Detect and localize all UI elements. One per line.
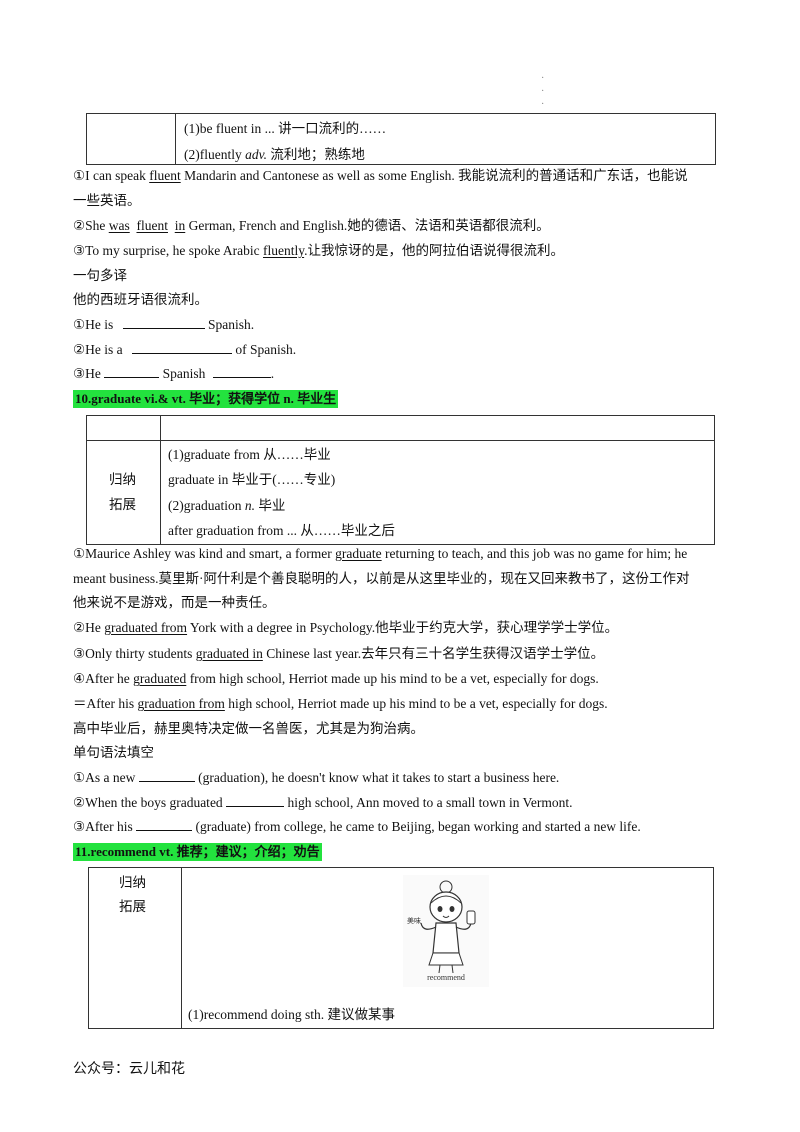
answer-blank[interactable] (104, 365, 160, 378)
table-label-summary: 归纳 (119, 875, 146, 890)
answer-blank[interactable] (138, 769, 195, 782)
answer-blank[interactable] (136, 818, 193, 831)
page-marker-dots: · · · (541, 73, 545, 110)
answer-blank[interactable] (226, 794, 285, 807)
example-graduate-3: ③Only thirty students graduated in Chine… (73, 646, 605, 661)
fill-2: ②When the boys graduated high school, An… (73, 794, 573, 810)
graduate-table-row4: after graduation from ... 从……毕业之后 (168, 523, 395, 538)
answer-blank[interactable] (212, 365, 271, 378)
graduate-table-row3: (2)graduation n. 毕业 (168, 498, 286, 513)
fluent-table-row2: (2)fluently adv. 流利地；熟练地 (184, 147, 365, 162)
example-fluent-3: ③To my surprise, he spoke Arabic fluentl… (73, 243, 564, 258)
recommend-table-row1: (1)recommend doing sth. 建议做某事 (188, 1007, 395, 1022)
answer-blank[interactable] (122, 316, 205, 329)
answer-blank[interactable] (131, 341, 232, 354)
example-fluent-2: ②She was fluent in German, French and En… (73, 218, 550, 233)
example-graduate-4: ④After he graduated from high school, He… (73, 671, 599, 686)
fill-title: 单句语法填空 (73, 745, 154, 760)
example-fluent-1: ①I can speak fluent Mandarin and Cantone… (73, 168, 688, 183)
illustration-tag: 美味 (407, 916, 421, 925)
graduate-table (86, 415, 715, 545)
table-label-extend: 拓展 (109, 497, 136, 512)
fluent-table (86, 113, 716, 165)
recommend-illustration: 美味 recommend (403, 875, 489, 987)
example-graduate-1-cont2: 他来说不是游戏，而是一种责任。 (73, 595, 276, 610)
fill-1: ①As a new (graduation), he doesn't know … (73, 769, 560, 785)
table-label-extend: 拓展 (119, 899, 146, 914)
translate-title: 一句多译 (73, 268, 127, 283)
graduate-table-row1: (1)graduate from 从……毕业 (168, 447, 331, 462)
example-graduate-6: 高中毕业后，赫里奥特决定做一名兽医，尤其是为狗治病。 (73, 721, 424, 736)
illustration-caption: recommend (427, 973, 465, 982)
example-fluent-1-cont: 一些英语。 (73, 193, 141, 208)
section-heading-graduate: 10.graduate vi.& vt. 毕业；获得学位 n. 毕业生 (73, 390, 339, 408)
table-label-summary: 归纳 (109, 472, 136, 487)
section-heading-recommend: 11.recommend vt. 推荐；建议；介绍；劝告 (73, 843, 322, 861)
translate-1: ①He is Spanish. (73, 316, 255, 332)
example-graduate-1-cont: meant business.莫里斯·阿什利是个善良聪明的人，以前是从这里毕业的… (73, 571, 690, 586)
translate-3: ③He Spanish . (73, 365, 275, 381)
example-graduate-1: ①Maurice Ashley was kind and smart, a fo… (73, 546, 688, 561)
fluent-table-row1: (1)be fluent in ... 讲一口流利的…… (184, 121, 387, 136)
translate-sentence: 他的西班牙语很流利。 (73, 292, 208, 307)
recommend-table (88, 867, 714, 1029)
fill-3: ③After his (graduate) from college, he c… (73, 818, 641, 834)
translate-2: ②He is a of Spanish. (73, 341, 297, 357)
graduate-table-row2: graduate in 毕业于(……专业) (168, 472, 336, 487)
footer-wechat-account: 公众号：云儿和花 (73, 1061, 185, 1077)
example-graduate-2: ②He graduated from York with a degree in… (73, 620, 619, 635)
example-graduate-5: ＝After his graduation from high school, … (73, 696, 608, 711)
